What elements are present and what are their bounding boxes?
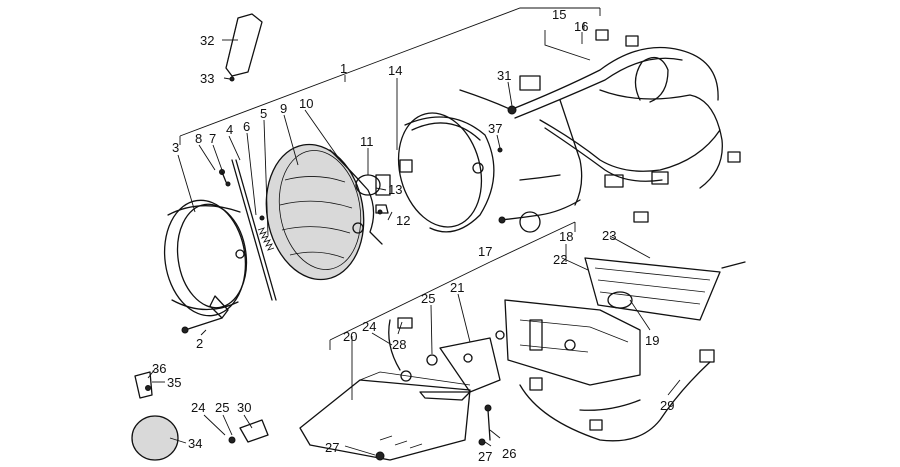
- callout-13: 13: [388, 182, 402, 197]
- callout-11: 11: [360, 134, 374, 149]
- headlamp-bulb-part: [355, 174, 391, 215]
- reflector-mount-part: [228, 419, 269, 444]
- callout-6: 6: [243, 119, 250, 134]
- group-17-bracket: [329, 221, 576, 350]
- callout-31: 31: [497, 68, 511, 83]
- callout-12: 12: [396, 213, 410, 228]
- callout-24-upper: 24: [362, 319, 376, 334]
- callout-5: 5: [260, 106, 267, 121]
- callout-15: 15: [552, 7, 566, 22]
- tail-wire-part: [519, 349, 715, 442]
- callout-8: 8: [195, 131, 202, 146]
- callout-28: 28: [392, 337, 406, 352]
- bulb-socket-part: [388, 317, 438, 382]
- callout-37: 37: [488, 121, 502, 136]
- callout-4: 4: [226, 122, 233, 137]
- callout-35: 35: [167, 375, 181, 390]
- callout-14: 14: [388, 63, 402, 78]
- callout-22: 22: [553, 252, 567, 267]
- callout-7: 7: [209, 131, 216, 146]
- callout-27-lower-right: 27: [478, 449, 492, 464]
- callout-18: 18: [559, 229, 573, 244]
- callout-1: 1: [340, 61, 347, 76]
- wiring-harness-part: [459, 29, 741, 233]
- callout-30: 30: [237, 400, 251, 415]
- tail-light-base-part: [495, 299, 641, 386]
- headlamp-shell-part: [397, 112, 495, 233]
- callout-34: 34: [188, 436, 202, 451]
- callout-17: 17: [478, 244, 492, 259]
- lens-wire-part: [329, 149, 383, 245]
- callout-25-upper: 25: [421, 291, 435, 306]
- callout-labels: 1 2 3 4 5 6 7 8 9 10 11 12 13 14 15 16 1…: [152, 7, 674, 464]
- adjuster-rods-part: [231, 159, 277, 301]
- callout-3: 3: [172, 140, 179, 155]
- callout-9: 9: [280, 101, 287, 116]
- callout-24-lower: 24: [191, 400, 205, 415]
- headlamp-rim-part: [163, 199, 248, 319]
- rim-screw-part: [181, 317, 223, 334]
- callout-10: 10: [299, 96, 313, 111]
- callout-32: 32: [200, 33, 214, 48]
- callout-2: 2: [196, 336, 203, 351]
- callout-27-lower-left: 27: [325, 440, 339, 455]
- callout-25-lower: 25: [215, 400, 229, 415]
- callout-23: 23: [602, 228, 616, 243]
- headlamp-lens-part: [265, 143, 365, 281]
- fuse-holder-part: [225, 13, 263, 82]
- callout-36: 36: [152, 361, 166, 376]
- screws-lower-part: [478, 404, 492, 446]
- callout-29: 29: [660, 398, 674, 413]
- callout-16: 16: [574, 19, 588, 34]
- callout-26: 26: [502, 446, 516, 461]
- license-plate-holder-part: [299, 371, 471, 461]
- callout-21: 21: [450, 280, 464, 295]
- small-screws-part: [219, 169, 231, 187]
- callout-19: 19: [645, 333, 659, 348]
- bracket-part: [419, 337, 501, 401]
- group-1-bracket: [179, 7, 601, 145]
- callout-20: 20: [343, 329, 357, 344]
- tail-light-lens-part: [584, 257, 746, 321]
- callout-leaders: [147, 22, 681, 456]
- side-reflector-part: [131, 371, 179, 461]
- callout-33: 33: [200, 71, 214, 86]
